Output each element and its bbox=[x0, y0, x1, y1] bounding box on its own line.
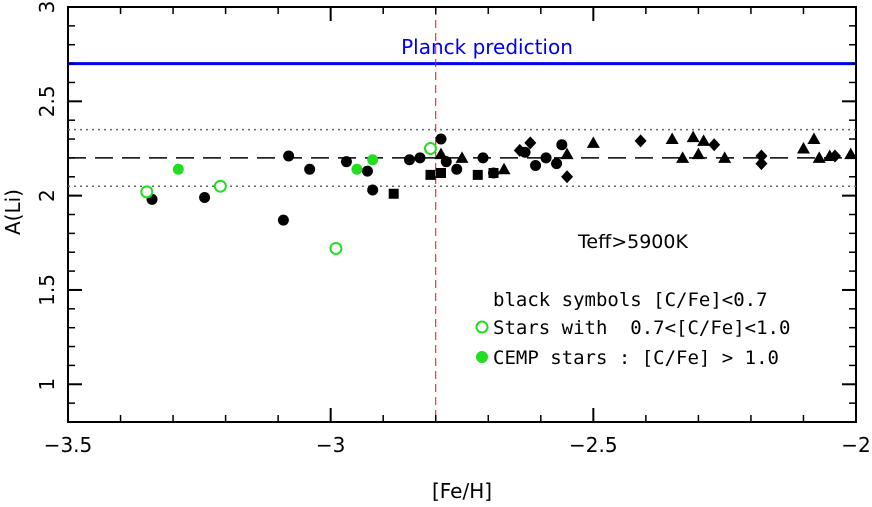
data-point-triangle-filled bbox=[676, 151, 690, 163]
data-point-circle-filled bbox=[414, 152, 426, 164]
data-point-triangle-filled bbox=[434, 147, 448, 160]
data-point-triangle-filled bbox=[560, 147, 574, 160]
data-point-triangle-filled bbox=[665, 132, 679, 145]
data-point-diamond-filled bbox=[755, 157, 768, 171]
data-point-circle-filled bbox=[367, 184, 379, 196]
data-point-square-filled bbox=[425, 169, 436, 180]
data-point-circle-filled bbox=[351, 163, 363, 175]
data-point-triangle-filled bbox=[697, 134, 711, 146]
x-tick-label: −3 bbox=[316, 433, 345, 457]
y-tick-label: 2 bbox=[35, 189, 59, 202]
data-point-circle-open bbox=[213, 179, 227, 193]
data-point-triangle-filled bbox=[807, 132, 821, 145]
y-tick-label: 3 bbox=[35, 1, 59, 14]
data-points bbox=[140, 130, 858, 255]
x-axis-title: [Fe/H] bbox=[432, 479, 492, 503]
legend-open-label: Stars with 0.7<[C/Fe]<1.0 bbox=[493, 317, 790, 339]
data-point-circle-filled bbox=[530, 159, 542, 171]
data-point-square-filled bbox=[435, 168, 446, 178]
data-point-circle-filled bbox=[551, 158, 563, 170]
legend: black symbols [C/Fe]<0.7 Stars with 0.7<… bbox=[475, 289, 790, 369]
data-point-circle-filled bbox=[199, 192, 211, 204]
data-point-circle-filled bbox=[540, 152, 552, 164]
data-point-circle-open bbox=[140, 185, 154, 199]
data-point-circle-filled bbox=[556, 139, 568, 151]
data-point-circle-filled bbox=[340, 156, 352, 168]
data-point-circle-filled bbox=[304, 163, 316, 175]
data-point-triangle-filled bbox=[455, 151, 469, 163]
data-point-circle-open bbox=[423, 141, 437, 155]
data-point-circle-filled bbox=[477, 152, 489, 164]
axis-ticks: −3.5 −3 −2.5 −2 1 1.5 2 2.5 3 bbox=[35, 1, 871, 457]
data-point-diamond-filled bbox=[755, 149, 768, 163]
data-point-triangle-filled bbox=[844, 147, 858, 160]
data-point-diamond-filled bbox=[524, 136, 537, 150]
y-tick-label: 1 bbox=[35, 378, 59, 391]
data-point-square-filled bbox=[472, 169, 483, 180]
legend-filled-marker bbox=[476, 351, 488, 363]
data-point-circle-open bbox=[329, 241, 343, 255]
data-point-triangle-filled bbox=[812, 151, 826, 163]
data-point-triangle-filled bbox=[586, 136, 600, 148]
data-point-circle-filled bbox=[172, 163, 184, 175]
data-point-triangle-filled bbox=[691, 147, 705, 160]
legend-open-marker bbox=[475, 320, 489, 334]
x-tick-label: −2.5 bbox=[569, 433, 618, 457]
y-tick-label: 2.5 bbox=[35, 85, 59, 117]
data-point-diamond-filled bbox=[634, 134, 647, 148]
planck-label: Planck prediction bbox=[401, 35, 573, 59]
data-point-diamond-filled bbox=[828, 149, 841, 163]
data-point-circle-filled bbox=[403, 154, 415, 166]
data-point-circle-filled bbox=[451, 163, 463, 175]
legend-filled-label: CEMP stars : [C/Fe] > 1.0 bbox=[493, 347, 779, 369]
data-point-circle-filled bbox=[283, 150, 295, 162]
data-point-triangle-filled bbox=[686, 130, 700, 143]
data-point-diamond-filled bbox=[513, 143, 526, 157]
data-point-triangle-filled bbox=[796, 141, 810, 154]
data-point-square-filled bbox=[488, 168, 499, 178]
data-point-square-filled bbox=[388, 188, 399, 199]
y-axis-title: A(Li) bbox=[1, 189, 25, 235]
y-tick-label: 1.5 bbox=[35, 274, 59, 306]
data-point-diamond-filled bbox=[708, 138, 721, 152]
data-point-circle-filled bbox=[361, 165, 373, 177]
data-point-circle-filled bbox=[277, 214, 289, 226]
x-tick-label: −2 bbox=[841, 433, 870, 457]
legend-header: black symbols [C/Fe]<0.7 bbox=[493, 289, 768, 311]
data-point-triangle-filled bbox=[718, 151, 732, 163]
data-point-triangle-filled bbox=[497, 162, 511, 175]
x-tick-label: −3.5 bbox=[44, 433, 93, 457]
data-point-diamond-filled bbox=[561, 170, 574, 184]
teff-annotation: Teff>5900K bbox=[577, 231, 688, 253]
data-point-circle-filled bbox=[435, 133, 447, 145]
data-point-circle-filled bbox=[367, 154, 379, 166]
